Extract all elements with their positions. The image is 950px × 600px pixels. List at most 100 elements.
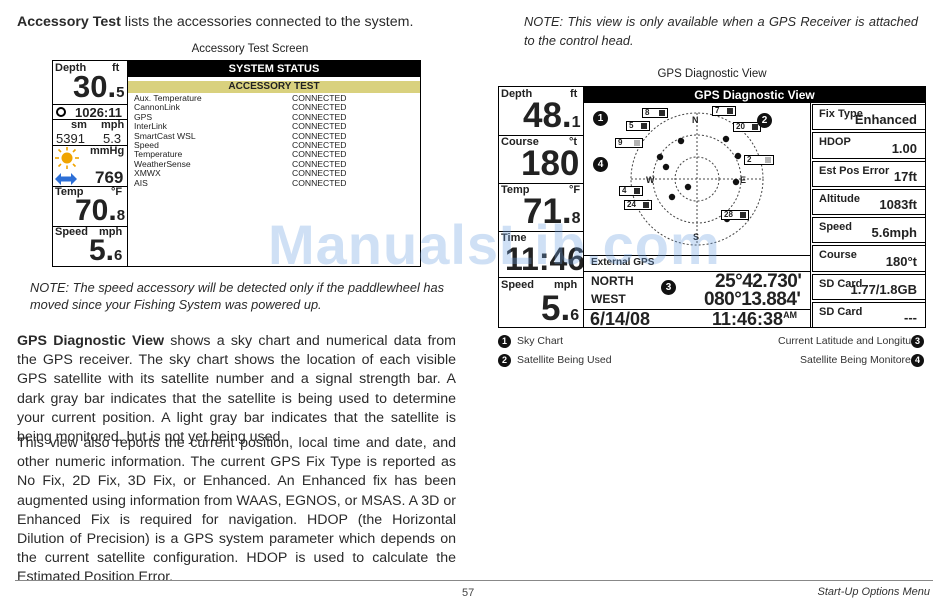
gps-temp-main: 71. bbox=[523, 192, 572, 231]
intro-paragraph: Accessory Test lists the accessories con… bbox=[17, 13, 462, 32]
temp-value-decimal: 8 bbox=[116, 207, 126, 224]
compass-n: N bbox=[692, 115, 699, 125]
accessory-name: GPS bbox=[134, 111, 153, 122]
satellite-number: 20 bbox=[736, 122, 745, 131]
accessory-status: CONNECTED bbox=[292, 111, 347, 122]
speed-unit: mph bbox=[99, 226, 123, 238]
gps-speed-value: 5.6 bbox=[541, 291, 579, 326]
gps-depth-value: 48.1 bbox=[523, 98, 581, 133]
accessory-status: CONNECTED bbox=[292, 121, 347, 132]
satellite-number: 28 bbox=[724, 210, 733, 219]
gps-time-big: 11:46 bbox=[505, 241, 586, 277]
satellite-number: 5 bbox=[629, 121, 634, 130]
date-value: 6/14/08 bbox=[590, 309, 651, 328]
callout-2: 2 bbox=[757, 113, 772, 128]
north-label: NORTH bbox=[591, 274, 634, 288]
satellite-tag: 2 bbox=[744, 155, 774, 165]
gps-field-label: SD Card bbox=[819, 305, 863, 318]
signal-bar-used-icon bbox=[752, 124, 758, 130]
accessory-status: CONNECTED bbox=[292, 130, 347, 141]
depth-unit: ft bbox=[112, 62, 120, 74]
accessory-row: SmartCast WSL CONNECTED bbox=[134, 130, 420, 141]
gps-field-value: 1.77/1.8GB bbox=[850, 281, 918, 297]
accessory-test-screen: Depth ft 30.5 1026:11 sm mph 5391 5.3 mm… bbox=[52, 60, 421, 267]
sm-label: sm bbox=[71, 119, 87, 131]
gps-field-value: 1083ft bbox=[879, 197, 917, 212]
satellite-tag: 9 bbox=[615, 138, 643, 148]
compass-s: S bbox=[693, 232, 700, 242]
gps-course-label: Course bbox=[501, 136, 539, 148]
satellite-tag: 28 bbox=[721, 210, 749, 220]
gps-depth-unit: ft bbox=[570, 88, 578, 100]
callout-4: 4 bbox=[593, 157, 608, 172]
satellite-tag: 24 bbox=[624, 200, 652, 210]
gps-caption: GPS Diagnostic View bbox=[657, 68, 767, 80]
trend-arrow-icon bbox=[55, 173, 77, 185]
satellite-tag: 8 bbox=[642, 108, 668, 118]
pressure-value: 769 bbox=[95, 168, 124, 187]
temp-label: Temp bbox=[55, 186, 84, 198]
satellite-tag: 5 bbox=[626, 121, 650, 131]
gps-temp-value: 71.8 bbox=[523, 194, 581, 229]
accessory-name: WeatherSense bbox=[134, 158, 191, 169]
accessory-caption: Accessory Test Screen bbox=[191, 43, 309, 55]
callout-3: 3 bbox=[661, 280, 676, 295]
signal-bar-monitored-icon bbox=[765, 157, 771, 163]
gps-speed-label: Speed bbox=[501, 279, 535, 291]
page-number: 57 bbox=[462, 587, 475, 599]
depth-value-main: 30. bbox=[73, 69, 117, 104]
speed-label: Speed bbox=[55, 226, 89, 238]
intro-rest: lists the accessories connected to the s… bbox=[120, 14, 414, 30]
accessory-name: Speed bbox=[134, 140, 159, 150]
gps-field-value: 1.00 bbox=[891, 140, 917, 156]
speed-note: NOTE: The speed accessory will be detect… bbox=[30, 279, 455, 313]
legend-3-icon: 3 bbox=[911, 335, 924, 348]
speed-value: 5.6 bbox=[89, 236, 122, 266]
gps-view-paragraph: GPS Diagnostic View shows a sky chart an… bbox=[17, 332, 456, 447]
gps-field-value: 5.6mph bbox=[871, 225, 917, 241]
gps-field: Speed 5.6mph bbox=[812, 217, 925, 244]
legend-1-icon: 1 bbox=[498, 335, 511, 348]
speed-note-text: The speed accessory will be detected onl… bbox=[30, 280, 444, 312]
satellite-tag: 7 bbox=[712, 106, 736, 116]
accessory-row: GPS CONNECTED bbox=[134, 111, 420, 122]
gps-field-label: Speed bbox=[819, 221, 853, 233]
accessory-name: SmartCast WSL bbox=[134, 130, 196, 141]
temp-unit: °F bbox=[111, 186, 123, 198]
footer-section: Start-Up Options Menu bbox=[817, 586, 931, 598]
gps-time-label: Time bbox=[501, 232, 527, 244]
compass-e: E bbox=[740, 175, 747, 185]
signal-bar-monitored-icon bbox=[634, 140, 640, 146]
footer-rule bbox=[15, 580, 933, 581]
gps-view-title: GPS Diagnostic View bbox=[584, 87, 925, 103]
speed-note-label: NOTE: bbox=[30, 280, 70, 295]
speed-value-main: 5. bbox=[89, 234, 115, 267]
gps-temp-label: Temp bbox=[501, 184, 530, 196]
gps-field-label: Altitude bbox=[819, 192, 860, 205]
gps-field-label: SD Card bbox=[819, 277, 863, 290]
gps-field: Altitude 1083ft bbox=[812, 188, 925, 215]
gps-field-label: Fix Type bbox=[819, 108, 863, 120]
west-label: WEST bbox=[591, 292, 626, 306]
compass-w: W bbox=[646, 175, 655, 185]
signal-bar-used-icon bbox=[740, 212, 746, 218]
gps-note-label: NOTE: bbox=[524, 14, 564, 29]
gps-field-value: --- bbox=[904, 310, 917, 325]
satellite-number: 2 bbox=[747, 155, 752, 164]
legend-lat-lon: Current Latitude and Longitude bbox=[778, 335, 923, 347]
accessory-name: Temperature bbox=[134, 149, 183, 160]
callout-1: 1 bbox=[593, 111, 608, 126]
satellite-number: 24 bbox=[627, 200, 636, 209]
accessory-status: CONNECTED bbox=[292, 102, 347, 113]
